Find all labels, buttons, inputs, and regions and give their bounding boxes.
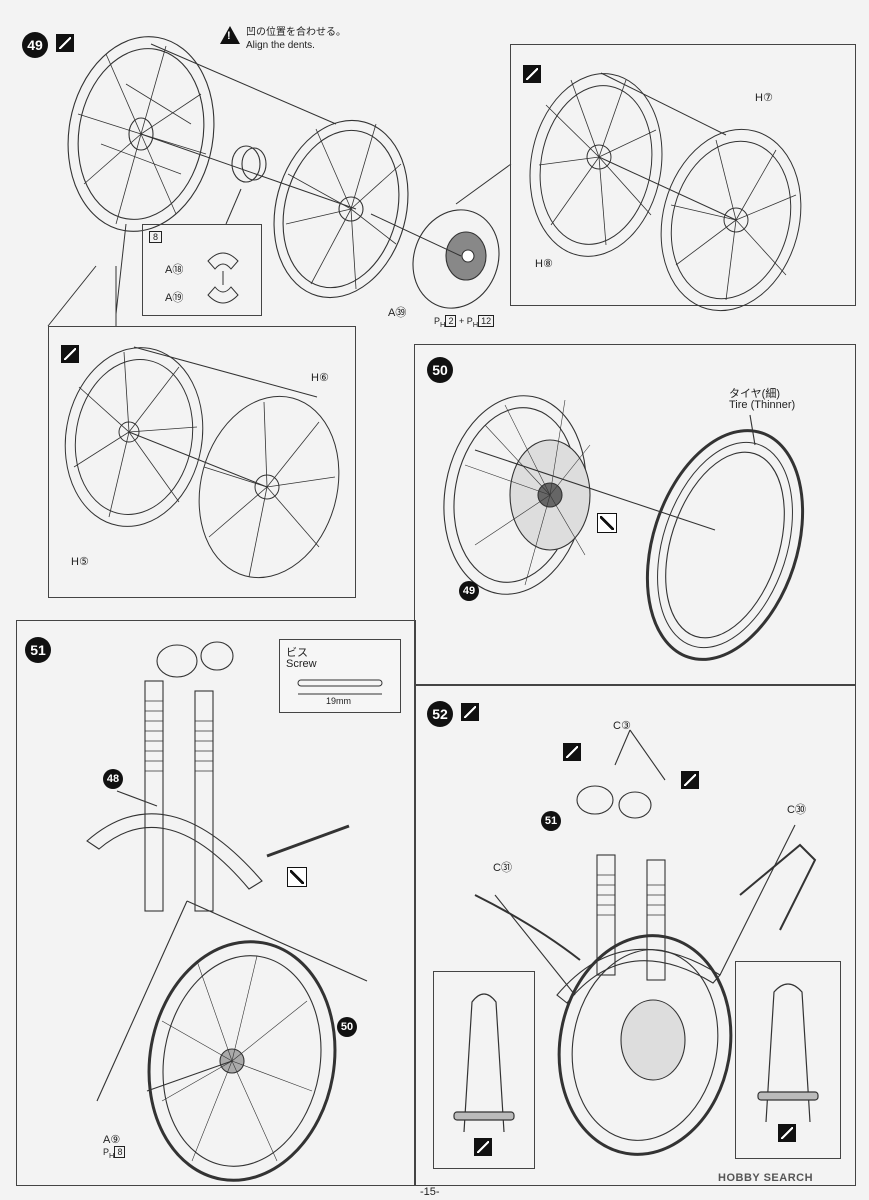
glue-icon <box>61 345 79 363</box>
part-a39: A㊴ <box>388 307 407 319</box>
step-50-badge: 50 <box>427 357 453 383</box>
step-51-badge: 51 <box>25 637 51 663</box>
tire-label-jp: タイヤ(細) <box>729 388 780 400</box>
rim-spoke-drawing-h5-h6 <box>64 346 340 579</box>
part-a9: A⑨ <box>103 1134 121 1146</box>
detail-box-c30 <box>735 961 841 1159</box>
front-fork-drawing <box>86 641 368 1182</box>
screw-length: 19mm <box>326 696 352 706</box>
ref-step-50-badge: 50 <box>337 1017 357 1037</box>
half-bearing-drawing <box>207 252 239 304</box>
glue-icon <box>681 771 699 789</box>
glue-icon <box>56 34 74 52</box>
ph-8-label: 8 <box>149 231 163 243</box>
page-number: -15- <box>420 1186 440 1198</box>
rim-spoke-box-h5-h6: H⑥ H⑤ <box>48 326 356 598</box>
detail-box-c31 <box>433 971 535 1169</box>
fork-fender-assembly-drawing <box>474 729 817 1156</box>
part-a19: A⑲ <box>165 292 184 304</box>
screw-label-en: Screw <box>286 658 317 670</box>
step-52-panel: 52 C③ 51 C㉚ C㉛ <box>414 684 856 1186</box>
instruction-page: 49 凹の位置を合わせる。 Align the dents. <box>16 14 856 1198</box>
warning-en: Align the dents. <box>246 40 315 51</box>
glue-icon <box>461 703 479 721</box>
part-a18: A⑱ <box>165 264 184 276</box>
part-h6: H⑥ <box>311 372 329 384</box>
step-49-wheel-drawing <box>67 36 512 315</box>
glue-icon <box>778 1124 796 1142</box>
part-c30: C㉚ <box>787 804 806 816</box>
glue-icon <box>474 1138 492 1156</box>
watermark: HOBBY SEARCH <box>718 1172 813 1184</box>
tire-label-en: Tire (Thinner) <box>729 399 796 411</box>
no-glue-icon <box>287 867 307 887</box>
ref-step-49-badge: 49 <box>459 581 479 601</box>
step-51-number: 51 <box>30 642 46 658</box>
callout-lines-49 <box>47 265 117 327</box>
part-c3: C③ <box>613 720 631 732</box>
no-glue-icon <box>597 513 617 533</box>
stay-detail-drawing-right <box>757 983 819 1123</box>
step-49-number: 49 <box>27 37 43 53</box>
ref-step-48-badge: 48 <box>103 769 123 789</box>
part-h5: H⑤ <box>71 556 89 568</box>
rim-spoke-drawing-h7-h8 <box>529 72 802 312</box>
glue-icon <box>523 65 541 83</box>
screw-label-jp: ビス <box>286 647 308 659</box>
tire-assembly-drawing <box>443 395 805 661</box>
step-52-badge: 52 <box>427 701 453 727</box>
step-50-number: 50 <box>432 362 448 378</box>
step-52-number: 52 <box>432 706 448 722</box>
screw-drawing <box>297 679 383 695</box>
part-h7: H⑦ <box>755 92 773 104</box>
warning-icon <box>220 26 240 44</box>
warning-note: 凹の位置を合わせる。 Align the dents. <box>220 26 346 52</box>
part-h8: H⑧ <box>535 258 553 270</box>
ref-step-51-badge: 51 <box>541 811 561 831</box>
step-51-panel: 51 ビス Screw 19mm <box>16 620 416 1186</box>
step-49-badge: 49 <box>22 32 48 58</box>
glue-icon <box>563 743 581 761</box>
watermark-text: HOBBY SEARCH <box>718 1172 814 1184</box>
rim-spoke-box-h7-h8: H⑦ H⑧ <box>510 44 856 312</box>
stay-detail-drawing-left <box>453 993 515 1133</box>
step-50-panel: 50 タイヤ(細) Tire (Thinner) <box>414 344 856 686</box>
part-c31: C㉛ <box>493 862 512 874</box>
parts-detail-box: 8 A⑱ A⑲ <box>142 224 262 316</box>
warning-jp: 凹の位置を合わせる。 <box>246 27 346 38</box>
screw-callout-box: ビス Screw 19mm <box>279 639 401 713</box>
